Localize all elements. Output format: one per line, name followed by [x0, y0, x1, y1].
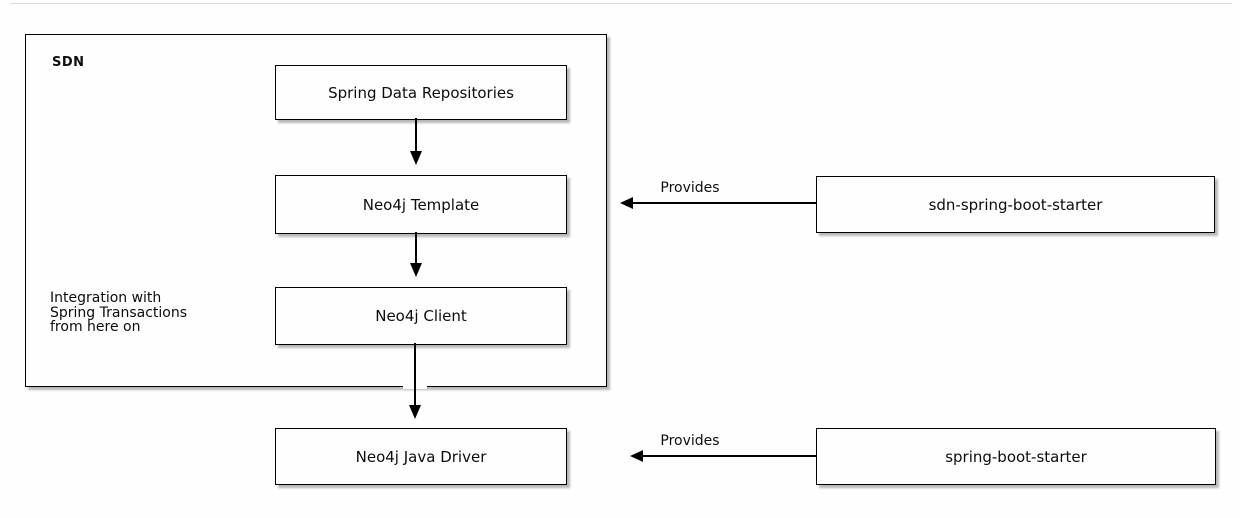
note-spring-transactions: Integration with Spring Transactions fro…	[50, 290, 188, 335]
package-sdn-label: SDN	[52, 55, 85, 70]
arrow-line-horizontal	[643, 455, 817, 457]
arrowhead-left-icon	[630, 450, 643, 462]
arrowhead-down-icon	[410, 263, 422, 277]
arrowhead-down-icon	[410, 151, 422, 165]
arrow-line-vertical	[415, 118, 417, 152]
node-sdn-spring-boot-starter: sdn-spring-boot-starter	[816, 176, 1215, 233]
node-sdn-spring-boot-starter-label: sdn-spring-boot-starter	[928, 195, 1103, 214]
window-top-edge-line	[10, 3, 1232, 4]
arrow-line-horizontal	[632, 202, 816, 204]
arrow-line-vertical	[414, 343, 416, 406]
node-neo4j-java-driver-label: Neo4j Java Driver	[355, 447, 487, 466]
arrow-line-vertical	[415, 232, 417, 264]
node-neo4j-template: Neo4j Template	[275, 175, 567, 234]
node-neo4j-template-label: Neo4j Template	[362, 195, 480, 214]
node-neo4j-client: Neo4j Client	[275, 287, 567, 345]
edge-provides-label: Provides	[660, 433, 720, 449]
node-spring-data-repositories: Spring Data Repositories	[275, 65, 567, 120]
edge-provides-label: Provides	[660, 180, 720, 196]
node-neo4j-java-driver: Neo4j Java Driver	[275, 428, 567, 485]
node-spring-boot-starter: spring-boot-starter	[816, 428, 1216, 485]
node-spring-boot-starter-label: spring-boot-starter	[945, 447, 1087, 466]
arrowhead-left-icon	[620, 197, 633, 209]
node-neo4j-client-label: Neo4j Client	[375, 307, 467, 325]
arrowhead-down-icon	[409, 405, 421, 419]
node-spring-data-repositories-label: Spring Data Repositories	[328, 83, 514, 102]
